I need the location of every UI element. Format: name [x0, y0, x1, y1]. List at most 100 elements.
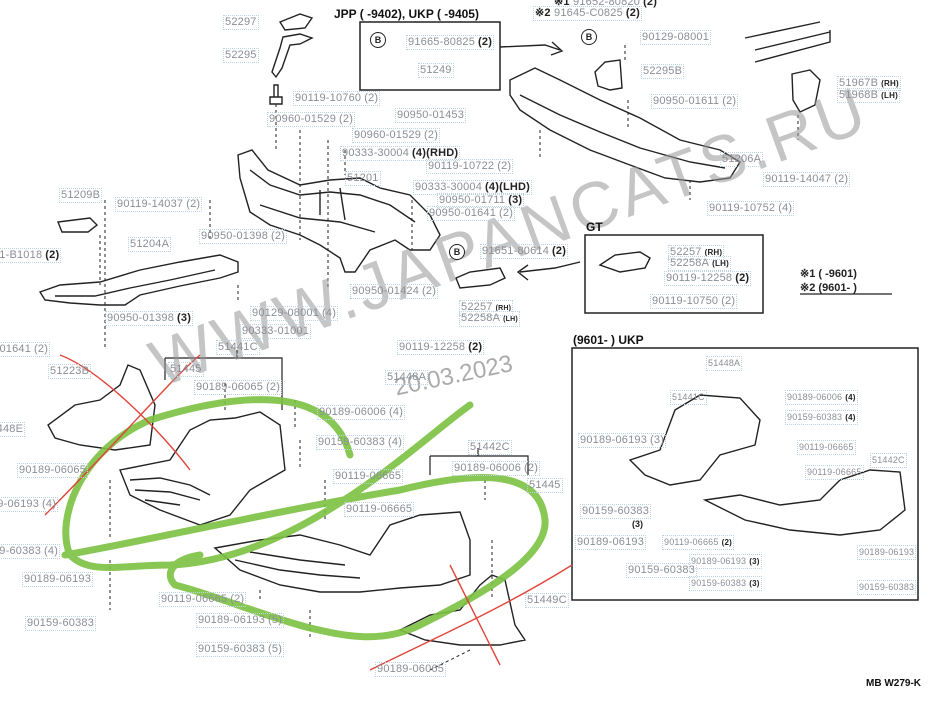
part-label[interactable]: 90950-01641(2) [427, 206, 516, 221]
part-label[interactable]: 51249 [418, 63, 454, 78]
part-label[interactable]: 90189-06065(2) [194, 380, 283, 395]
part-label[interactable]: 51441C [216, 340, 260, 355]
arrow-shape [516, 261, 581, 281]
part-label[interactable]: 52297 [223, 15, 259, 30]
bolt-marker-icon: B [370, 32, 386, 48]
frame-rail-shape [744, 21, 831, 63]
part-label[interactable]: 91651-B1018(2) [0, 248, 62, 263]
part-label[interactable]: 90189-06193(3) [689, 554, 762, 569]
part-label[interactable]: 51967B(RH) [837, 76, 901, 91]
part-label[interactable]: 90129-08001 [640, 30, 712, 45]
part-label[interactable]: 90189-06193(4) [0, 497, 59, 512]
part-label[interactable]: 90119-06665 [805, 465, 864, 480]
part-label[interactable]: 51204A [128, 237, 172, 252]
part-label[interactable]: 52258A(LH) [668, 256, 731, 271]
part-label[interactable]: 51449C [525, 593, 569, 608]
part-label[interactable]: 90950-01398(2) [199, 229, 288, 244]
part-label[interactable]: 90189-06193 [22, 572, 94, 587]
part-label[interactable]: 52258A(LH) [459, 311, 520, 327]
part-label[interactable]: 90119-10752(4) [707, 201, 795, 216]
part-label[interactable]: 90119-06665 [797, 440, 856, 455]
part-label[interactable]: 90159-60383 [857, 580, 917, 595]
part-label[interactable]: 90119-14037(2) [115, 197, 203, 212]
part-label[interactable]: 51442C [870, 453, 907, 468]
part-52295b-shape [594, 59, 623, 91]
part-label[interactable]: 90189-06193(5) [196, 613, 285, 628]
inset-ukp-box [571, 347, 919, 601]
part-label[interactable]: 51448A [706, 356, 743, 371]
part-label[interactable]: 52257(RH) [668, 245, 725, 260]
part-label[interactable]: 90119-14047(2) [763, 172, 851, 187]
part-label[interactable]: 90159-60383(5) [196, 642, 285, 657]
part-label[interactable]: 51445 [168, 362, 204, 377]
part-label[interactable]: 90333-01001 [240, 324, 312, 339]
part-label[interactable]: 51206A [720, 152, 764, 167]
part-label[interactable]: 90189-06006(4) [785, 390, 858, 405]
part-label[interactable]: 91651-80614(2) [480, 244, 569, 259]
part-label[interactable]: 52295B [641, 64, 685, 79]
part-label[interactable]: 90189-06193 [857, 545, 917, 560]
part-label[interactable]: 51448E [0, 422, 26, 437]
part-label[interactable]: 90950-01611(2) [651, 94, 739, 109]
part-label[interactable]: 90119-12258(2) [397, 340, 485, 355]
part-label[interactable]: 51201 [345, 171, 381, 186]
part-label[interactable]: 90159-60383(4) [316, 435, 405, 450]
part-label[interactable]: 51441C [670, 390, 707, 405]
part-label[interactable]: 91665-80825(2) [406, 35, 495, 50]
inset-ukp-header: (9601- ) UKP [573, 333, 644, 347]
part-label[interactable]: 90119-10722(2) [426, 159, 514, 174]
part-label[interactable]: 51968B(LH) [837, 88, 900, 103]
part-label[interactable]: 90189-06193 [575, 535, 647, 550]
part-52257-shape [455, 267, 506, 289]
part-label[interactable]: 90960-01529(2) [267, 112, 356, 127]
part-label[interactable]: 90119-06665(2) [159, 592, 247, 607]
part-label[interactable]: ※1 91652-80820(2) [554, 0, 658, 8]
part-label[interactable]: 90119-10760(2) [293, 91, 381, 106]
part-label[interactable]: 90119-10750(2) [650, 294, 738, 309]
part-label[interactable]: 90950-01398(3) [105, 311, 194, 326]
part-label[interactable]: 90119-06665 [344, 502, 415, 517]
part-label[interactable]: 90189-06065 [375, 662, 447, 677]
part-label[interactable]: 90129-08001(4) [250, 306, 339, 321]
part-label[interactable]: 52257(RH) [459, 300, 514, 316]
part-label[interactable]: 90159-60383(3) [689, 576, 762, 591]
part-label[interactable]: 51445 [527, 478, 563, 493]
part-51441c-shape [119, 411, 286, 526]
part-label[interactable]: 90950-01711(3) [437, 193, 525, 208]
green-annotation-stroke [61, 474, 549, 641]
part-label[interactable]: 90189-06006(4) [317, 405, 406, 420]
part-label[interactable]: 52295 [223, 48, 259, 63]
part-label[interactable]: 90950-01453 [395, 108, 467, 123]
part-label[interactable]: 90189-06065 [17, 463, 89, 478]
part-label[interactable]: 90119-06665(2) [662, 535, 734, 550]
part-label[interactable]: 90159-60383 [580, 504, 652, 519]
part-label[interactable]: 90960-01529(2) [352, 128, 441, 143]
part-label[interactable]: 90159-60383 [25, 616, 97, 631]
part-label[interactable]: 90333-30004(4)(RHD) [340, 146, 461, 161]
part-label[interactable]: 90950-01424(2) [350, 284, 439, 299]
part-label[interactable]: 90189-06006(2) [452, 461, 541, 476]
bolt-marker-icon: B [581, 29, 597, 45]
part-label[interactable]: 51442C [468, 440, 512, 455]
part-label[interactable]: 90159-60383(4) [0, 544, 61, 559]
part-label[interactable]: 90333-30004(4)(LHD) [413, 180, 533, 195]
part-51206a-shape [509, 67, 741, 183]
part-51209b-shape [57, 217, 99, 233]
part-qty: (3) [632, 519, 643, 529]
part-51967b-shape [791, 69, 821, 113]
red-strike-stroke [449, 564, 501, 666]
part-label[interactable]: 90950-01641(2) [0, 342, 51, 357]
part-label[interactable]: 90159-60383 [626, 563, 698, 578]
part-label[interactable]: 90189-06193(3) [578, 433, 667, 448]
part-label[interactable]: ※2 91645-C0825(2) [533, 6, 642, 21]
part-51204a-shape [38, 254, 239, 306]
part-label[interactable]: 51223B [48, 364, 92, 379]
part-label[interactable]: 51209B [59, 188, 103, 203]
part-51201-shape [237, 149, 441, 273]
inset-jpp-box [359, 21, 501, 91]
ukp-51442c-shape [702, 469, 906, 536]
part-label[interactable]: 90119-06665 [333, 469, 404, 484]
part-label[interactable]: 90119-12258(2) [664, 271, 752, 286]
part-label[interactable]: 90159-60383(4) [785, 410, 858, 425]
part-label[interactable]: 51448A [385, 370, 429, 385]
